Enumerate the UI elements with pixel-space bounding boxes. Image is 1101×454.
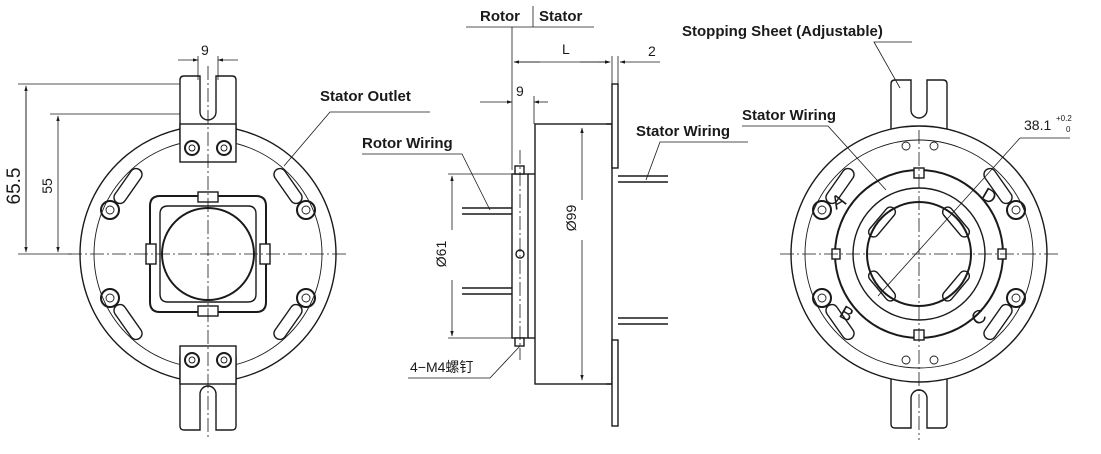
label-screws: 4−M4螺钉 (410, 359, 473, 375)
flange-slots (113, 167, 303, 341)
label-rotor-wiring: Rotor Wiring (362, 135, 453, 152)
dim-flange: 2 (648, 43, 656, 59)
top-tab-screw-right (216, 140, 232, 156)
rear-view: A B C D 38.1 +0.2 0 Stopping Sheet (Adju… (682, 23, 1072, 440)
dim-body-diameter: Ø99 (563, 205, 579, 232)
rotor-collar (149, 195, 267, 313)
dim-bore-tol-upper: +0.2 (1056, 114, 1072, 123)
front-view: 9 65.5 55 Stator Outlet (4, 42, 430, 438)
flange-plate-top (611, 83, 619, 169)
bottom-tab-screw-left (184, 352, 200, 368)
label-stator-wiring-side: Stator Wiring (636, 123, 730, 140)
dim-height-inner: 55 (39, 178, 55, 194)
header-rotor: Rotor (480, 8, 520, 25)
rear-mounting-holes (812, 141, 1026, 365)
top-tab-screw-left (184, 140, 200, 156)
label-stator-outlet: Stator Outlet (320, 88, 411, 105)
label-stopping-sheet: Stopping Sheet (Adjustable) (682, 23, 883, 40)
flange-plate-bottom (611, 339, 619, 427)
dim-length: L (562, 41, 570, 57)
dim-rotor-diameter: Ø61 (433, 241, 449, 268)
dim-slot-width: 9 (201, 42, 209, 58)
label-stator-wiring-right: Stator Wiring (742, 107, 836, 124)
rotor-wires (462, 207, 512, 295)
dim-bore: 38.1 (1024, 117, 1051, 133)
mounting-holes (100, 200, 316, 308)
stator-body (534, 123, 613, 385)
rear-slots (825, 167, 1013, 341)
dim-height-outer: 65.5 (4, 168, 25, 205)
stator-wires (618, 175, 668, 325)
header-stator: Stator (539, 8, 583, 25)
dim-rotor-offset: 9 (516, 83, 524, 99)
side-view: Rotor Stator L 2 9 (362, 6, 748, 427)
dim-bore-tol-lower: 0 (1066, 125, 1071, 134)
bottom-tab-screw-right (216, 352, 232, 368)
